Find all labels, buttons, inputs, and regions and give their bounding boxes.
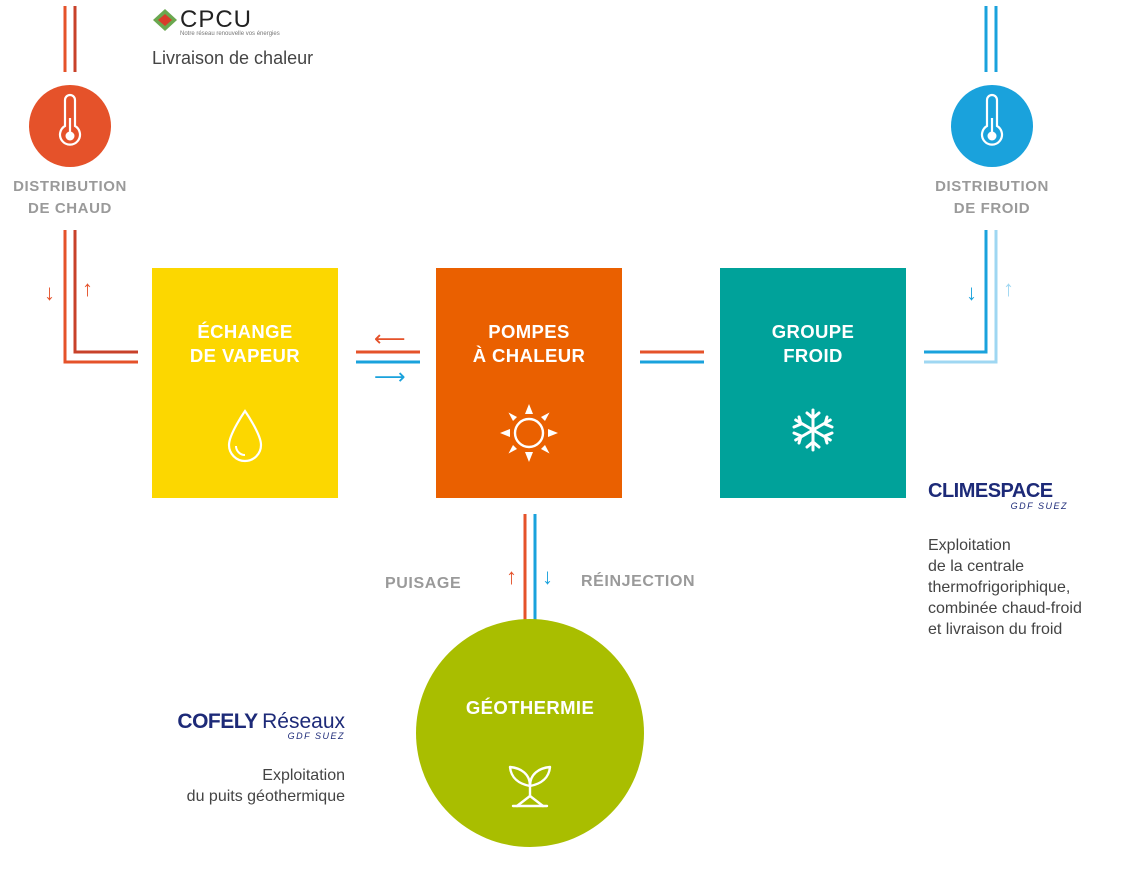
reinjection-label: RÉINJECTION [581,573,696,590]
pompes-chaleur-box: POMPES À CHALEUR [436,268,622,498]
arrow-right-icon: ⟶ [374,364,406,389]
pompes-chaleur-line2: À CHALEUR [472,345,586,366]
distribution-froid-line2: DE FROID [953,200,1031,217]
arrow-down-icon: ↓ [44,280,55,305]
cofely-description: Exploitation du puits géothermique [120,765,345,807]
snowflake-icon [792,408,834,452]
geothermie-circle [416,619,644,847]
puisage-label: PUISAGE [385,575,462,592]
climespace-logo: CLIMESPACE GDF SUEZ [928,480,1078,511]
cofely-reseaux: Réseaux [262,710,345,733]
hot-pipe-l-outer [63,230,138,364]
arrow-down-icon: ↓ [966,280,977,305]
groupe-froid-line1: GROUPE [771,321,855,342]
distribution-froid-label: DISTRIBUTION DE FROID [922,176,1062,220]
thermometer-icon [980,93,1004,146]
climespace-desc-line: thermofrigoriphique, [928,579,1071,596]
cofely-desc-line: Exploitation [262,767,345,784]
cpcu-name: CPCU [180,6,253,33]
climespace-desc-line: et livraison du froid [928,621,1063,638]
sun-icon [500,404,558,462]
groupe-froid-title: GROUPE FROID [720,320,906,368]
distribution-chaud-line1: DISTRIBUTION [13,178,127,195]
arrow-left-icon: ⟵ [374,326,406,351]
cofely-sub: GDF SUEZ [287,731,345,741]
water-drop-icon [227,409,263,463]
distribution-chaud-line2: DE CHAUD [28,200,112,217]
geothermie-label: GÉOTHERMIE [465,697,595,718]
sprout-icon [508,765,552,808]
cofely-desc-line: du puits géothermique [186,788,345,805]
echange-vapeur-line2: DE VAPEUR [189,345,301,366]
pompes-chaleur-line1: POMPES [488,321,570,342]
echange-vapeur-box: ÉCHANGE DE VAPEUR [152,268,338,498]
thermometer-icon [58,93,82,146]
groupe-froid-box: GROUPE FROID [720,268,906,498]
climespace-description: Exploitation de la centrale thermofrigor… [928,535,1128,640]
arrow-up-icon: ↑ [1003,276,1014,301]
arrow-up-icon: ↑ [506,564,517,589]
cofely-logo: COFELY Réseaux GDF SUEZ [145,710,345,741]
echange-vapeur-title: ÉCHANGE DE VAPEUR [152,320,338,368]
hot-pipe-l-inner [73,230,138,354]
climespace-name: CLIMESPACE [928,480,1053,502]
climespace-sub: GDF SUEZ [1010,501,1068,511]
arrow-down-icon: ↓ [542,564,553,589]
climespace-desc-line: de la centrale [928,558,1025,575]
climespace-desc-line: combinée chaud-froid [928,600,1082,617]
climespace-desc-line: Exploitation [928,537,1011,554]
cpcu-description: Livraison de chaleur [152,48,314,68]
cofely-name: COFELY [177,710,258,733]
echange-vapeur-line1: ÉCHANGE [197,321,293,342]
distribution-chaud-label: DISTRIBUTION DE CHAUD [0,176,140,220]
groupe-froid-line2: FROID [783,345,843,366]
cpcu-logo-mark-icon [153,9,177,31]
pompes-chaleur-title: POMPES À CHALEUR [436,320,622,368]
cold-pipe-l-outer [924,230,998,364]
distribution-froid-line1: DISTRIBUTION [935,178,1049,195]
cold-pipe-l-inner [924,230,988,354]
cpcu-logo: CPCU Notre réseau renouvelle vos énergie… [152,6,302,40]
arrow-up-icon: ↑ [82,276,93,301]
cpcu-tagline: Notre réseau renouvelle vos énergies [180,31,280,37]
